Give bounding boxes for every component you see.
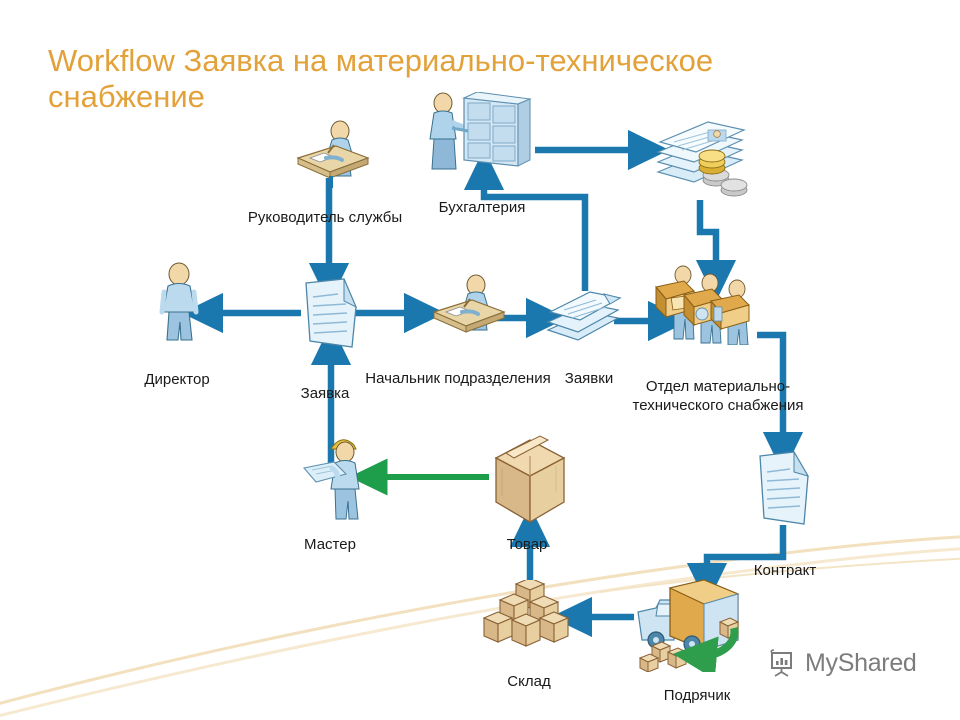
label-request: Заявка	[300, 385, 350, 402]
label-head-of-service: Руководитель службы	[247, 209, 403, 226]
edge-supply-to-contract	[757, 331, 804, 474]
presentation-board-icon	[770, 649, 792, 677]
label-accounting: Бухгалтерия	[438, 199, 526, 216]
label-requests: Заявки	[564, 370, 614, 387]
node-contract-document[interactable]	[756, 450, 812, 526]
label-director: Директор	[144, 371, 210, 388]
label-department-head: Начальник подразделения	[365, 370, 551, 387]
label-contractor: Подрячик	[663, 687, 731, 704]
node-invoice-with-money[interactable]	[650, 118, 750, 202]
node-head-of-service[interactable]	[288, 118, 374, 188]
node-request-document[interactable]	[300, 277, 362, 349]
label-foreman: Мастер	[304, 536, 356, 553]
node-contractor[interactable]	[634, 578, 752, 672]
edge-contract-to-contractor	[686, 525, 787, 605]
page-title: Workflow Заявка на материально-техническ…	[48, 42, 714, 114]
watermark: MyShared	[768, 648, 917, 678]
node-warehouse[interactable]	[478, 580, 574, 658]
watermark-text: MyShared	[805, 648, 917, 677]
label-goods: Товар	[506, 536, 548, 553]
node-supply-department[interactable]	[650, 265, 760, 345]
edge-invoice-to-supply	[695, 200, 737, 302]
label-supply-department: Отдел материально-технического снабжения	[632, 378, 804, 414]
label-contract: Контракт	[753, 562, 817, 579]
node-goods-box[interactable]	[490, 434, 570, 526]
node-accounting[interactable]	[422, 92, 532, 174]
node-director[interactable]	[156, 262, 202, 342]
node-department-head[interactable]	[424, 272, 510, 342]
node-foreman[interactable]	[302, 432, 370, 520]
label-warehouse: Склад	[507, 673, 551, 690]
edge-requests-to-accounting	[463, 148, 589, 291]
node-requests-stack[interactable]	[544, 282, 622, 346]
